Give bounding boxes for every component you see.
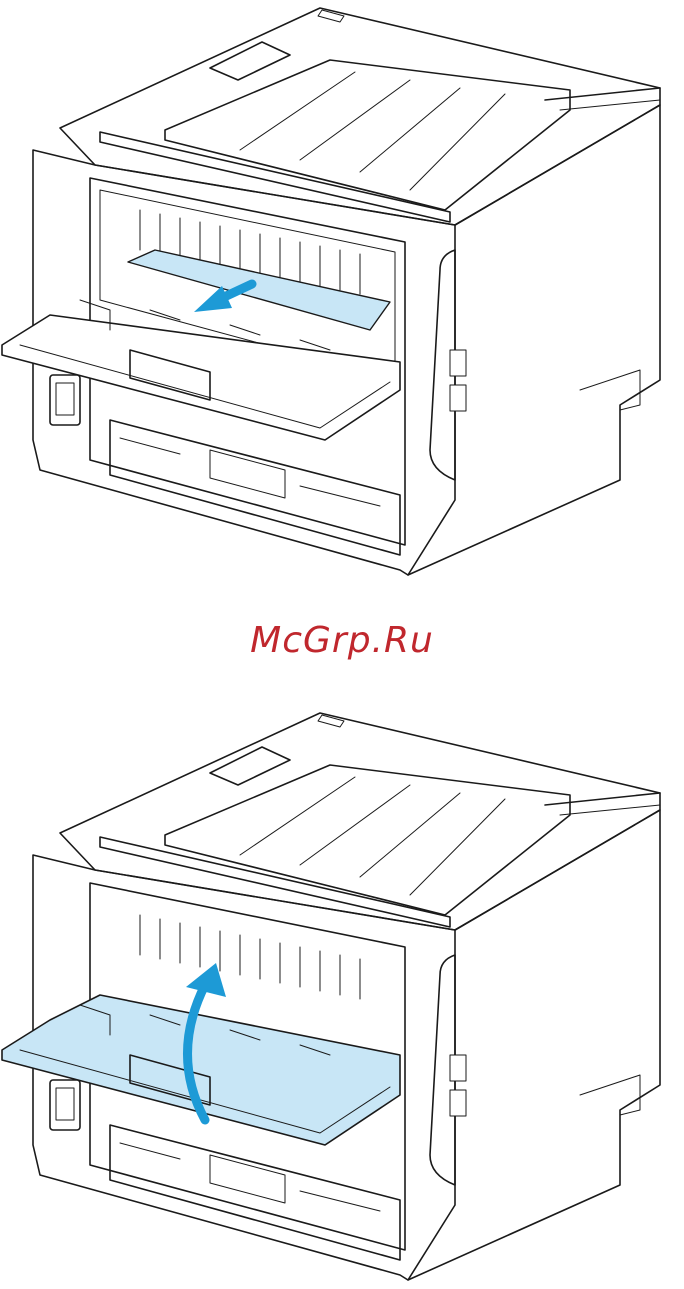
printer-rear-view-drawing xyxy=(0,0,684,580)
fuser-ribs-2 xyxy=(140,915,360,999)
side-vent xyxy=(450,350,466,376)
arrow-down-left-icon xyxy=(194,284,252,312)
printer-rear-view-drawing-2 xyxy=(0,705,684,1289)
watermark-text: McGrp.Ru xyxy=(0,620,684,661)
printer-illustration-jam-removal xyxy=(0,0,684,580)
printer-illustration-close-door xyxy=(0,705,684,1289)
